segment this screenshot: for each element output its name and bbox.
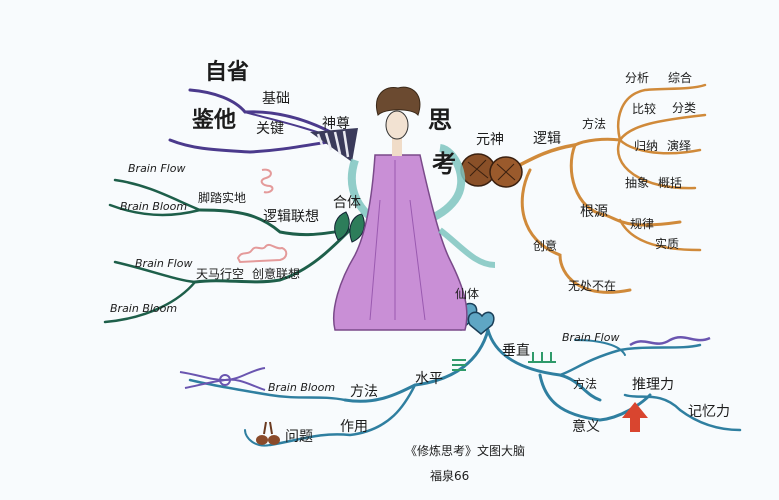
knot-doodle-icon: [179, 367, 266, 391]
node-shenzun: 神尊: [322, 116, 350, 132]
node-fangfa-logic: 方法: [582, 117, 607, 131]
node-guanjian: 关键: [256, 121, 284, 137]
up-arrow-icon: [622, 402, 648, 432]
squiggle-doodle-icon: [629, 336, 711, 347]
node-tianmaxingkong: 天马行空: [196, 267, 245, 281]
node-tuilili: 推理力: [632, 377, 674, 393]
center-char-si: 思: [428, 106, 452, 134]
leaf-brain-bloom-2: Brain Bloom: [110, 302, 178, 315]
node-heti: 合体: [333, 195, 361, 211]
node-yiyi: 意义: [572, 419, 600, 435]
author-signature: 福泉66: [430, 469, 470, 483]
leaf-chouxiang: 抽象: [625, 176, 650, 190]
branch-xianti: [188, 328, 742, 447]
leaf-shizhi: 实质: [655, 237, 680, 251]
leaf-brain-bloom-1: Brain Bloom: [120, 200, 188, 213]
node-luoji: 逻辑: [533, 131, 561, 147]
node-xianti: 仙体: [455, 287, 480, 301]
leaf-icon: [334, 211, 365, 243]
leaf-yanyi: 演绎: [667, 139, 692, 153]
central-figure: [332, 86, 496, 331]
leaf-zixing: 自省: [205, 60, 250, 85]
branch-heti: [103, 178, 352, 324]
leaf-brain-bloom-3: Brain Bloom: [268, 381, 336, 394]
leaf-bijiao: 比较: [632, 102, 657, 116]
node-fangfa-horizontal: 方法: [350, 384, 378, 400]
seed-icon: [256, 421, 280, 445]
striped-cone-icon: [310, 128, 358, 162]
spiral-doodle-icon: [260, 168, 274, 194]
leaf-brain-flow-3: Brain Flow: [562, 331, 620, 344]
leaf-wuchubuzai: 无处不在: [568, 279, 617, 293]
leaf-brain-flow-1: Brain Flow: [128, 162, 186, 175]
leaf-jianta: 鉴他: [192, 108, 237, 133]
leaf-fenlei: 分类: [672, 101, 697, 115]
leaf-zonghe: 综合: [668, 71, 693, 85]
leaf-brain-flow-2: Brain Flow: [135, 257, 193, 270]
leaf-wenti: 问题: [285, 429, 313, 445]
node-chuizhi: 垂直: [502, 343, 530, 359]
cloud-doodle-icon: [236, 243, 288, 264]
grass-icon: [528, 352, 556, 363]
brain-nut-icon: [460, 153, 523, 188]
leaf-guilv: 规律: [630, 217, 655, 231]
node-fangfa-vertical: 方法: [573, 377, 598, 391]
node-shuiping: 水平: [415, 371, 443, 387]
node-jiaotashidi: 脚踏实地: [198, 191, 247, 205]
node-chuangyi-lianxiang: 创意联想: [252, 267, 301, 281]
node-zuoyong: 作用: [340, 419, 368, 435]
node-chuangyi: 创意: [533, 239, 558, 253]
node-luoji-lianxiang: 逻辑联想: [263, 209, 319, 225]
center-char-kao: 考: [432, 150, 456, 178]
leaf-jiyili: 记忆力: [688, 404, 730, 420]
leaf-gaikuo: 概括: [658, 176, 683, 190]
node-genyuan: 根源: [580, 204, 608, 220]
three-lines-icon: [452, 359, 466, 371]
node-yuanshen: 元神: [476, 132, 504, 148]
node-jichu: 基础: [262, 91, 290, 107]
map-title: 《修炼思考》文图大脑: [405, 444, 526, 458]
leaf-guina: 归纳: [634, 139, 659, 153]
leaf-fenxi: 分析: [625, 71, 650, 85]
